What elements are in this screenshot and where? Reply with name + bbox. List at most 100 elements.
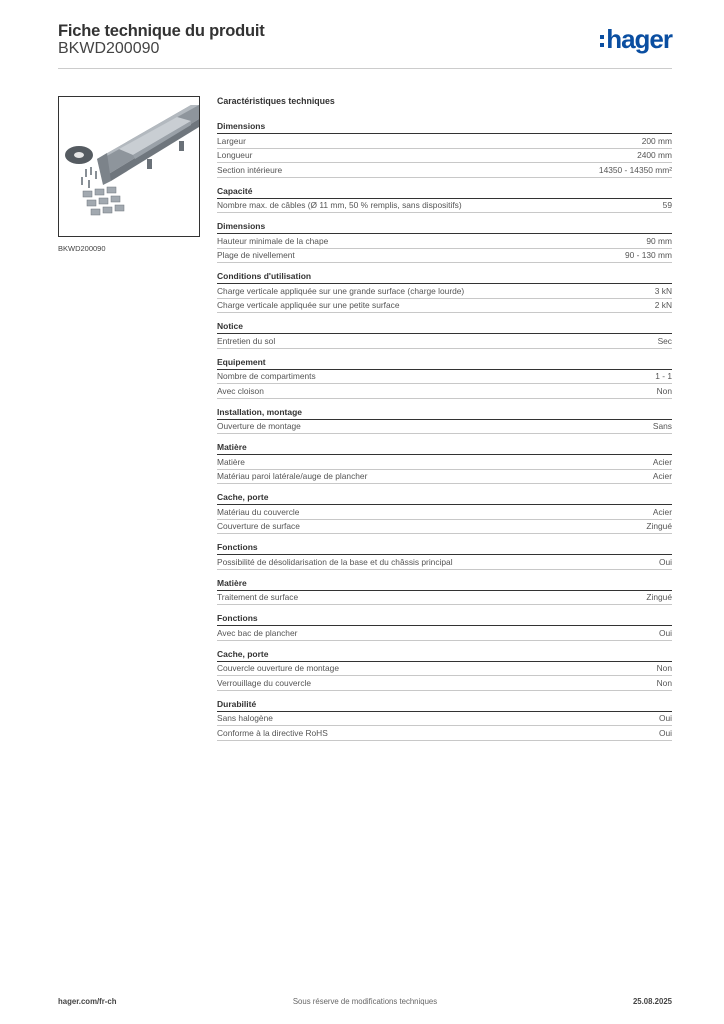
spec-value: 59 [662,200,672,211]
spec-value: 200 mm [641,135,672,146]
spec-label: Plage de nivellement [217,250,295,261]
spec-row: Hauteur minimale de la chape 90 mm [217,234,672,249]
spec-row: Conforme à la directive RoHS Oui [217,726,672,741]
spec-value: 2 kN [654,300,672,311]
spec-label: Avec cloison [217,385,264,396]
spec-group-title: Dimensions [217,121,672,134]
page-header: Fiche technique du produit BKWD200090 ha… [58,20,673,68]
spec-label: Nombre max. de câbles (Ø 11 mm, 50 % rem… [217,200,462,211]
spec-label: Nombre de compartiments [217,371,316,382]
footer-website: hager.com/fr-ch [58,997,117,1006]
spec-row: Avec cloison Non [217,384,672,399]
spec-label: Longueur [217,150,253,161]
spec-row: Avec bac de plancher Oui [217,626,672,641]
spec-group-title: Matière [217,578,672,591]
spec-label: Sans halogène [217,713,273,724]
spec-value: Zingué [646,592,672,603]
spec-row: Couvercle ouverture de montage Non [217,662,672,676]
spec-label: Entretien du sol [217,335,276,346]
spec-row: Largeur 200 mm [217,134,672,149]
spec-value: 2400 mm [637,150,672,161]
spec-row: Longueur 2400 mm [217,149,672,163]
spec-value: Acier [652,506,672,517]
cable-duct-illustration [65,105,199,216]
spec-group-title: Notice [217,321,672,334]
spec-value: Oui [658,627,672,638]
spec-label: Largeur [217,135,246,146]
spec-label: Section intérieure [217,164,283,175]
spec-row: Charge verticale appliquée sur une grand… [217,284,672,299]
spec-row: Ouverture de montage Sans [217,420,672,434]
spec-row: Matériau paroi latérale/auge de plancher… [217,470,672,484]
spec-value: Sans [652,421,672,432]
spec-value: 90 - 130 mm [624,250,672,261]
product-image [58,96,200,237]
spec-group-title: Capacité [217,186,672,199]
spec-row: Nombre de compartiments 1 - 1 [217,370,672,384]
spec-label: Charge verticale appliquée sur une grand… [217,285,465,296]
spec-value: 90 mm [646,235,672,246]
spec-label: Matière [217,456,245,467]
spec-label: Conforme à la directive RoHS [217,727,328,738]
spec-row: Entretien du sol Sec [217,334,672,349]
spec-group-title: Durabilité [217,699,672,712]
spec-row: Couverture de surface Zingué [217,520,672,534]
logo-text: hager [606,24,673,54]
spec-row: Charge verticale appliquée sur une petit… [217,299,672,313]
spec-row: Nombre max. de câbles (Ø 11 mm, 50 % rem… [217,199,672,213]
spec-value: 1 - 1 [655,371,672,382]
logo-dots-icon [600,35,605,51]
spec-group-title: Cache, porte [217,649,672,662]
spec-label: Traitement de surface [217,592,299,603]
hager-logo: hager [600,24,673,56]
spec-value: Sec [657,335,672,346]
spec-label: Couvercle ouverture de montage [217,663,339,674]
spec-value: Non [656,677,672,688]
product-image-caption: BKWD200090 [58,244,106,253]
spec-label: Possibilité de désolidarisation de la ba… [217,556,453,567]
spec-value: Oui [658,727,672,738]
spec-group-title: Dimensions [217,221,672,234]
spec-value: Oui [658,556,672,567]
spec-group-title: Installation, montage [217,407,672,420]
spec-value: 14350 - 14350 mm² [598,164,672,175]
spec-value: 3 kN [654,285,672,296]
spec-group-title: Matière [217,442,672,455]
spec-group-title: Cache, porte [217,492,672,505]
spec-value: Non [656,385,672,396]
spec-value: Oui [658,713,672,724]
spec-group-title: Equipement [217,357,672,370]
spec-label: Avec bac de plancher [217,627,298,638]
spec-label: Verrouillage du couvercle [217,677,312,688]
spec-value: Acier [652,456,672,467]
spec-group-title: Fonctions [217,542,672,555]
footer-date: 25.08.2025 [632,997,672,1006]
spec-label: Couverture de surface [217,521,300,532]
spec-value: Non [656,663,672,674]
spec-row: Possibilité de désolidarisation de la ba… [217,555,672,570]
spec-label: Ouverture de montage [217,421,301,432]
footer-disclaimer: Sous réserve de modifications techniques [292,997,438,1006]
spec-row: Traitement de surface Zingué [217,591,672,605]
spec-value: Acier [652,471,672,482]
spec-label: Matériau paroi latérale/auge de plancher [217,471,368,482]
spec-value: Zingué [646,521,672,532]
product-reference: BKWD200090 [58,40,160,57]
spec-row: Verrouillage du couvercle Non [217,676,672,691]
spec-row: Matière Acier [217,455,672,470]
spec-label: Hauteur minimale de la chape [217,235,329,246]
spec-row: Sans halogène Oui [217,712,672,726]
